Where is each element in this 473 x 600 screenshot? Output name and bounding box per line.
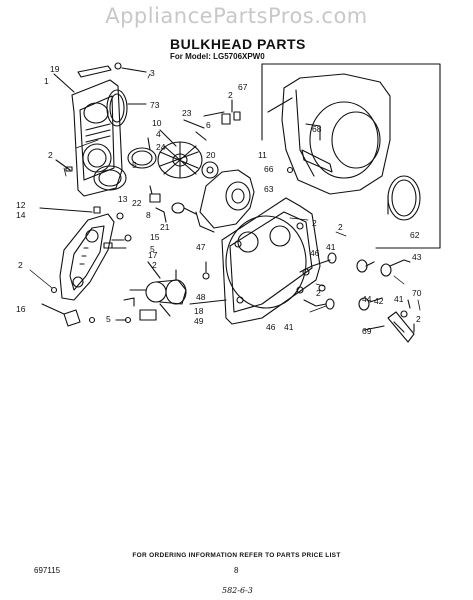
part-clip-16 [41, 286, 132, 327]
callout-3: 3 [150, 68, 155, 78]
part-motor-17 [123, 261, 187, 321]
callout-41b: 41 [394, 294, 404, 304]
part-seal-73 [106, 89, 147, 127]
callout-5a: 5 [132, 160, 137, 170]
callout-2g: 2 [316, 288, 321, 298]
leader-lines [29, 73, 421, 313]
part-pulley-20 [201, 161, 219, 179]
watermark-text: AppliancePartsPros.com [105, 4, 368, 28]
callout-46b: 46 [266, 322, 276, 332]
callout-42: 42 [374, 296, 384, 306]
part-blower-housing-11 [195, 169, 255, 233]
part-front-panel-1 [53, 73, 123, 197]
callout-22: 22 [132, 198, 142, 208]
callout-2b: 2 [228, 90, 233, 100]
callout-21: 21 [160, 222, 170, 232]
part-handle-19 [77, 62, 147, 78]
part-rear-support-69 [363, 299, 415, 343]
part-bracket-23 [203, 99, 241, 125]
page-title: BULKHEAD PARTS [170, 36, 306, 52]
callout-62: 62 [410, 230, 420, 240]
callout-46a: 46 [310, 248, 320, 258]
callout-69: 69 [362, 326, 372, 336]
callout-63: 63 [264, 184, 274, 194]
callout-1: 1 [44, 76, 49, 86]
callout-13: 13 [118, 194, 128, 204]
callout-20: 20 [206, 150, 216, 160]
callout-4: 4 [156, 129, 161, 139]
callout-24: 24 [156, 142, 166, 152]
callout-15: 15 [150, 232, 160, 242]
part-seal-24 [127, 137, 157, 169]
callout-19: 19 [50, 64, 60, 74]
handwritten-mark: 582-6-3 [222, 586, 253, 595]
callout-48: 48 [196, 292, 206, 302]
part-rear-bulkhead [189, 197, 321, 325]
callout-8: 8 [146, 210, 151, 220]
part-idler-cover-14 [39, 206, 115, 301]
callout-2f: 2 [152, 260, 157, 270]
callout-6: 6 [206, 120, 211, 130]
callout-14: 14 [16, 210, 26, 220]
callout-41a: 41 [326, 242, 336, 252]
document-number: 697115 [34, 566, 61, 575]
callout-labels: 19 1 3 73 2 5 4 24 10 23 2 6 20 67 11 66… [16, 64, 422, 336]
part-blower-wheel-10 [157, 119, 207, 179]
callout-2c: 2 [312, 218, 317, 228]
part-drum-seal-62 [387, 175, 421, 221]
callout-5c: 5 [106, 314, 111, 324]
callout-68: 68 [312, 124, 322, 134]
part-screws-13-15 [103, 212, 132, 249]
callout-17: 17 [148, 250, 158, 260]
callout-70: 70 [412, 288, 422, 298]
callout-47: 47 [196, 242, 206, 252]
callout-10: 10 [152, 118, 162, 128]
part-felt-5 [55, 159, 127, 191]
callout-16: 16 [16, 304, 26, 314]
page-number: 8 [234, 566, 239, 575]
part-drum-rollers [299, 252, 411, 311]
model-subtitle: For Model: LG5706XPW0 [170, 52, 265, 61]
callout-5b: 5 [150, 244, 155, 254]
callout-23: 23 [182, 108, 192, 118]
callout-2e: 2 [18, 260, 23, 270]
callout-2d: 2 [338, 222, 343, 232]
part-small-hardware [149, 185, 197, 223]
ordering-information-note: FOR ORDERING INFORMATION REFER TO PARTS … [132, 552, 341, 559]
callout-66: 66 [264, 164, 274, 174]
callout-2h: 2 [416, 314, 421, 324]
callout-49: 49 [194, 316, 204, 326]
callout-11: 11 [258, 150, 267, 160]
callout-41c: 41 [284, 322, 294, 332]
callout-44: 44 [362, 294, 372, 304]
callout-73: 73 [150, 100, 160, 110]
callout-67: 67 [238, 82, 248, 92]
callout-18: 18 [194, 306, 204, 316]
callout-2a: 2 [48, 150, 53, 160]
callout-12: 12 [16, 200, 26, 210]
callout-43: 43 [412, 252, 422, 262]
part-drum-66 [261, 63, 441, 249]
